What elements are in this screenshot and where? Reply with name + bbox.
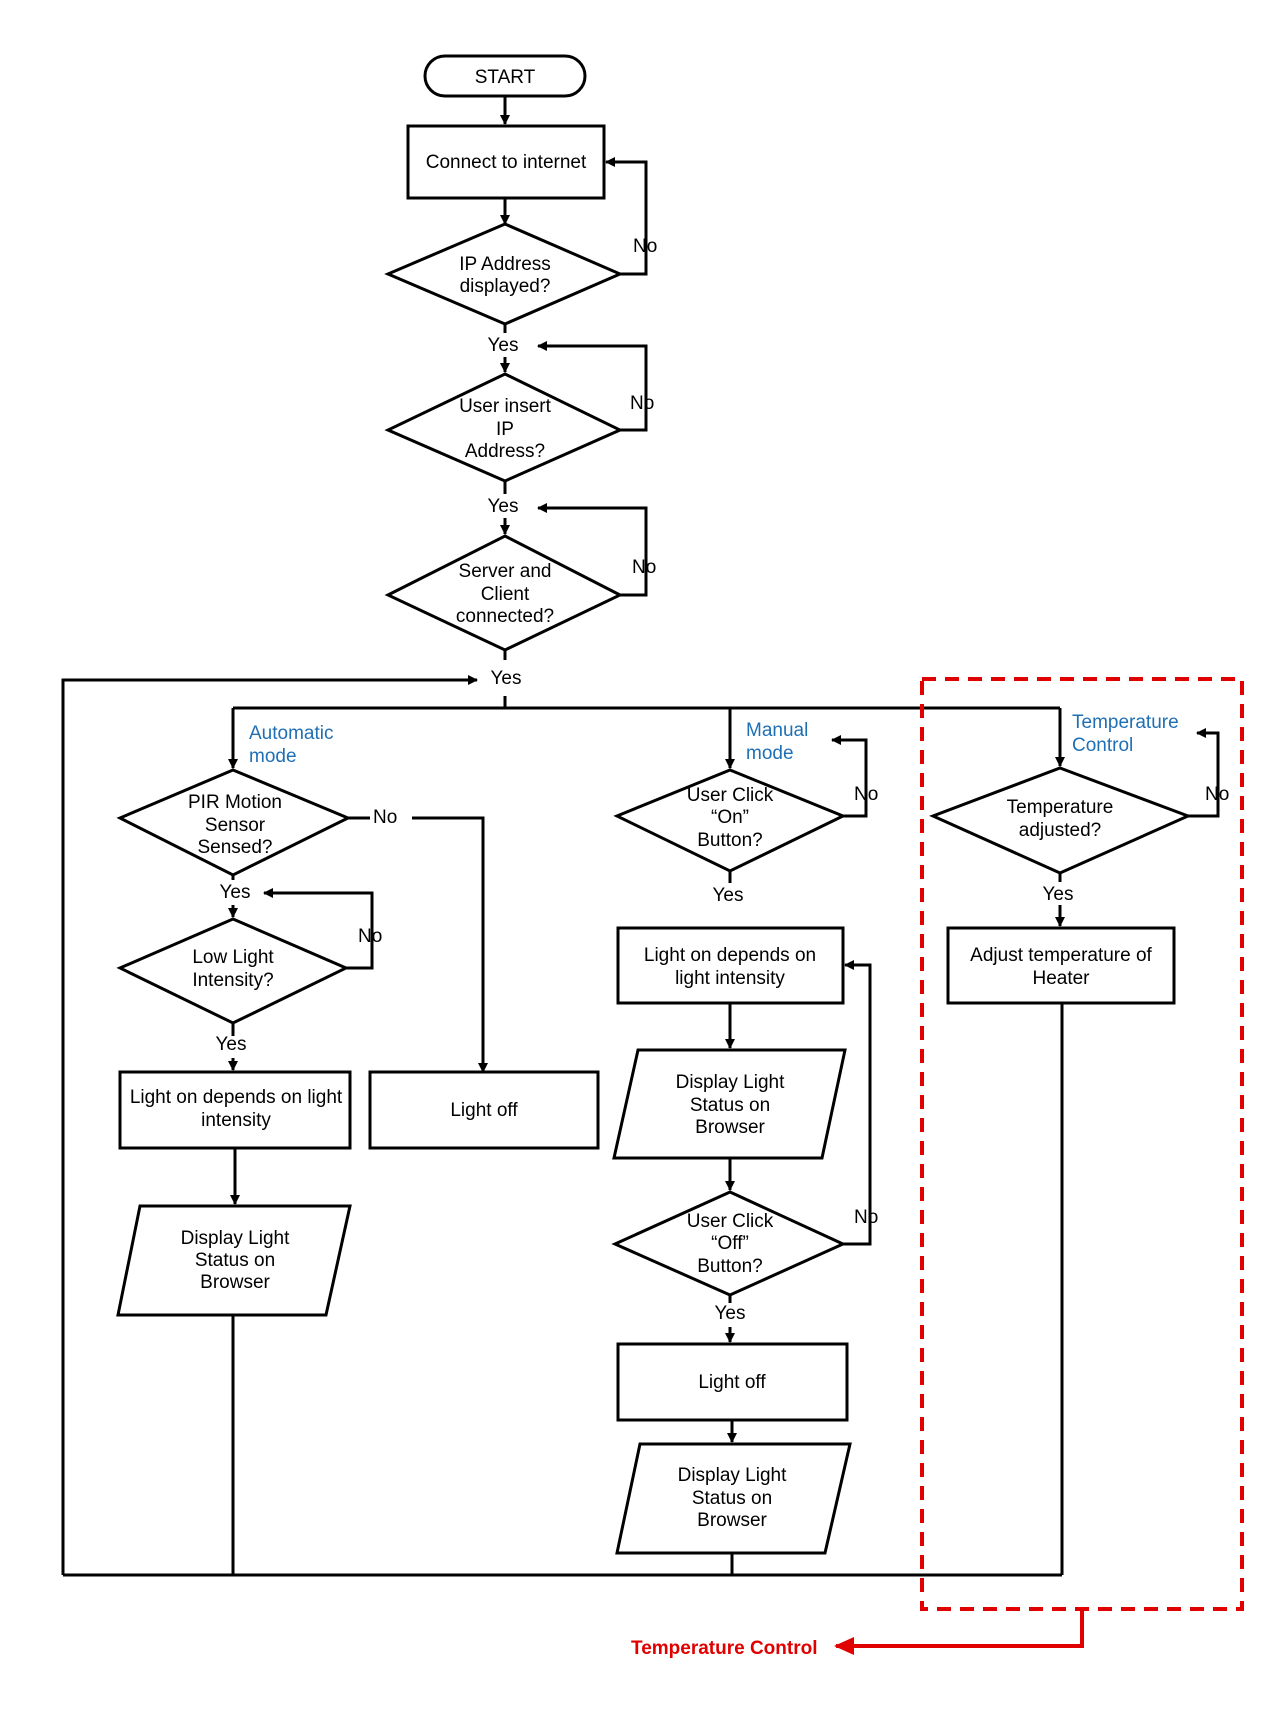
connectors — [61, 96, 1220, 1577]
manual-mode-label-2: mode — [746, 743, 794, 764]
manual-display-1-line-1: Display Light — [676, 1072, 785, 1093]
section-labels: Automatic mode Manual mode Temperature C… — [249, 712, 1179, 767]
auto-display-status-io: Display Light Status on Browser — [116, 1204, 352, 1317]
yes-label: Yes — [220, 882, 251, 903]
auto-display-line-2: Status on — [195, 1250, 275, 1271]
automatic-mode-label-1: Automatic — [249, 723, 333, 744]
temperature-control-label-1: Temperature — [1072, 712, 1179, 733]
yes-label: Yes — [488, 496, 519, 517]
user-insert-line-3: Address? — [465, 441, 545, 462]
callout-arrow — [834, 1609, 1084, 1655]
manual-display-2-line-2: Status on — [692, 1488, 772, 1509]
connect-internet-process: Connect to internet — [406, 124, 606, 200]
yes-label: Yes — [1043, 884, 1074, 905]
manual-display-status-io-1: Display Light Status on Browser — [612, 1048, 847, 1160]
adjust-heater-line-2: Heater — [1032, 968, 1090, 989]
click-off-line-3: Button? — [697, 1256, 763, 1277]
temp-adjusted-decision: Temperature adjusted? — [929, 766, 1192, 875]
auto-display-line-3: Browser — [200, 1272, 270, 1293]
start-label: START — [475, 67, 536, 88]
temperature-control-label-2: Control — [1072, 735, 1133, 756]
click-off-line-2: “Off” — [711, 1233, 749, 1254]
auto-display-line-1: Display Light — [181, 1228, 290, 1249]
yes-label: Yes — [488, 335, 519, 356]
auto-light-on-process: Light on depends on light intensity — [118, 1070, 352, 1150]
temp-adjusted-line-2: adjusted? — [1019, 820, 1101, 841]
yes-label: Yes — [713, 885, 744, 906]
server-client-decision: Server and Client connected? — [384, 534, 624, 652]
auto-light-off-label: Light off — [450, 1100, 518, 1121]
flow-labels: No Yes No Yes No Yes No Yes No Yes No Ye… — [216, 236, 1230, 1324]
server-client-line-1: Server and — [459, 561, 552, 582]
no-label: No — [632, 557, 656, 578]
temperature-control-highlight: Temperature Control — [631, 677, 1244, 1659]
manual-light-off-process: Light off — [616, 1342, 849, 1422]
click-off-line-1: User Click — [687, 1211, 774, 1232]
yes-label: Yes — [216, 1034, 247, 1055]
low-light-line-1: Low Light — [192, 947, 274, 968]
temperature-control-callout: Temperature Control — [631, 1638, 818, 1659]
adjust-heater-process: Adjust temperature of Heater — [946, 926, 1176, 1005]
ip-displayed-line-1: IP Address — [459, 254, 551, 275]
user-insert-line-1: User insert — [459, 396, 552, 417]
temp-adjusted-line-1: Temperature — [1007, 797, 1114, 818]
manual-display-2-line-3: Browser — [697, 1510, 767, 1531]
no-label: No — [633, 236, 657, 257]
yes-label: Yes — [491, 668, 522, 689]
click-on-line-2: “On” — [711, 807, 749, 828]
no-label: No — [373, 807, 397, 828]
ip-displayed-decision: IP Address displayed? — [384, 222, 624, 326]
no-label: No — [854, 784, 878, 805]
manual-light-on-process: Light on depends on light intensity — [616, 926, 845, 1005]
no-label: No — [1205, 784, 1229, 805]
click-on-line-3: Button? — [697, 830, 763, 851]
low-light-decision: Low Light Intensity? — [116, 917, 350, 1025]
ip-displayed-line-2: displayed? — [460, 276, 551, 297]
pir-sensor-decision: PIR Motion Sensor Sensed? — [116, 768, 352, 877]
low-light-line-2: Intensity? — [192, 970, 273, 991]
pir-line-3: Sensed? — [197, 837, 272, 858]
manual-display-2-line-1: Display Light — [678, 1465, 787, 1486]
manual-display-1-line-3: Browser — [695, 1117, 765, 1138]
server-client-line-3: connected? — [456, 606, 554, 627]
click-off-decision: User Click “Off” Button? — [611, 1190, 847, 1297]
user-insert-line-2: IP — [496, 419, 514, 440]
click-on-decision: User Click “On” Button? — [613, 768, 847, 873]
no-label: No — [630, 393, 654, 414]
auto-light-off-process: Light off — [368, 1070, 600, 1150]
automatic-mode-label-2: mode — [249, 746, 297, 767]
manual-display-1-line-2: Status on — [690, 1095, 770, 1116]
manual-light-off-label: Light off — [698, 1372, 766, 1393]
auto-light-on-line-2: intensity — [201, 1110, 271, 1131]
start-terminal: START — [423, 54, 587, 98]
manual-mode-label-1: Manual — [746, 720, 808, 741]
manual-light-on-line-2: light intensity — [675, 968, 785, 989]
adjust-heater-line-1: Adjust temperature of — [970, 945, 1152, 966]
user-insert-decision: User insert IP Address? — [384, 372, 624, 483]
yes-label: Yes — [715, 1303, 746, 1324]
server-client-line-2: Client — [481, 584, 530, 605]
no-label: No — [358, 926, 382, 947]
pir-line-2: Sensor — [205, 815, 266, 836]
connect-internet-label: Connect to internet — [426, 152, 587, 173]
no-label: No — [854, 1207, 878, 1228]
pir-line-1: PIR Motion — [188, 792, 282, 813]
manual-light-on-line-1: Light on depends on — [644, 945, 816, 966]
manual-display-status-io-2: Display Light Status on Browser — [615, 1442, 852, 1555]
click-on-line-1: User Click — [687, 785, 774, 806]
auto-light-on-line-1: Light on depends on light — [130, 1087, 343, 1108]
